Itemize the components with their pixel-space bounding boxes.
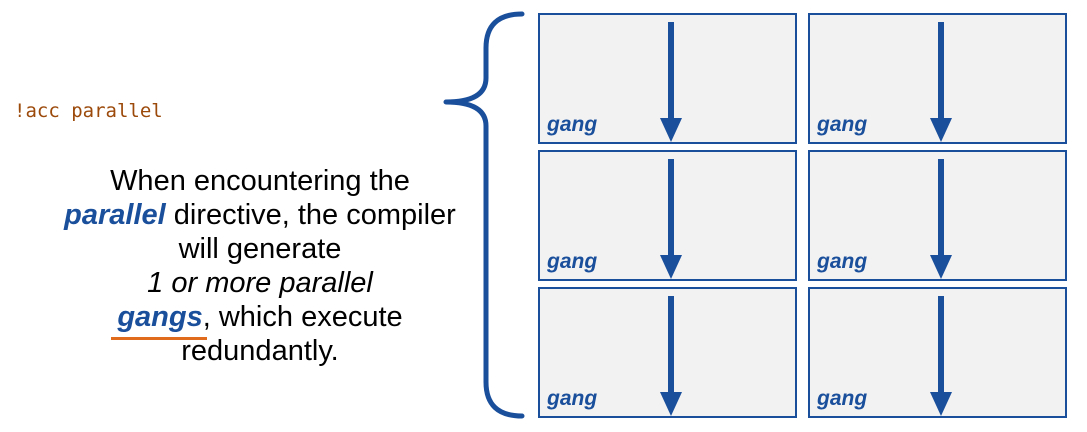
curly-brace-icon xyxy=(443,11,525,419)
gangs-keyword: gangs xyxy=(111,301,208,340)
gang-box: gang xyxy=(808,150,1067,281)
gang-box: gang xyxy=(538,13,797,144)
description-part-1: When encountering the xyxy=(110,165,410,197)
code-directive: !acc parallel xyxy=(14,100,163,122)
gang-label: gang xyxy=(817,387,868,410)
gang-grid: gang gang gang gang gang gang xyxy=(538,13,1070,423)
description-part-3: , which execute redundantly. xyxy=(181,301,403,367)
gang-label: gang xyxy=(817,250,868,273)
down-arrow-icon xyxy=(930,22,952,142)
gang-box: gang xyxy=(538,287,797,418)
down-arrow-icon xyxy=(930,159,952,279)
description-italic: 1 or more parallel xyxy=(147,267,373,299)
down-arrow-icon xyxy=(660,296,682,416)
down-arrow-icon xyxy=(930,296,952,416)
description-part-2: directive, the compiler will generate xyxy=(165,199,456,265)
gang-label: gang xyxy=(817,113,868,136)
down-arrow-icon xyxy=(660,22,682,142)
gang-label: gang xyxy=(547,250,598,273)
down-arrow-icon xyxy=(660,159,682,279)
description-text: When encountering the parallel directive… xyxy=(60,164,460,368)
gang-label: gang xyxy=(547,113,598,136)
gang-box: gang xyxy=(808,13,1067,144)
gang-label: gang xyxy=(547,387,598,410)
gang-box: gang xyxy=(808,287,1067,418)
gang-box: gang xyxy=(538,150,797,281)
parallel-keyword: parallel xyxy=(64,199,166,231)
